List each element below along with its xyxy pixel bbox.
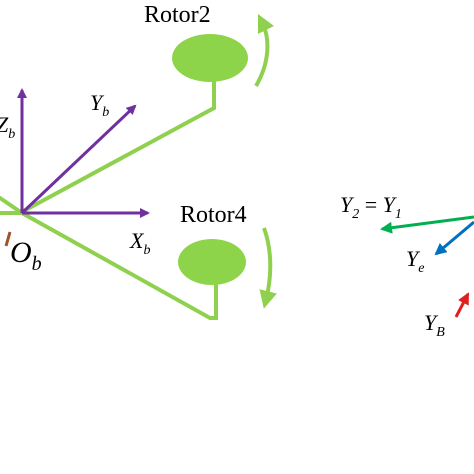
yb-axis-arrow: [20, 104, 137, 215]
yb-label: Yb: [90, 90, 109, 120]
rotor2-label: Rotor2: [144, 2, 211, 28]
yB-label: YB: [424, 310, 445, 340]
arm-to-rotor2: [18, 76, 216, 215]
frame-arms: [0, 76, 218, 320]
yB-vector-arrow: [454, 292, 470, 318]
y2-equals-y1-label: Y2 = Y1: [340, 192, 402, 222]
xb-label: Xb: [129, 228, 150, 258]
rotor4-disc: [178, 239, 246, 285]
rotor2-rotation-arrow: [254, 13, 275, 88]
origin-tick: [4, 231, 12, 247]
rotor4-rotation-arrow: [259, 227, 277, 309]
rotor2-disc: [172, 34, 248, 82]
body-axes: [17, 88, 150, 218]
ye-vector-arrow: [434, 220, 474, 256]
zb-label: Zb: [0, 112, 15, 142]
rotor4-label: Rotor4: [180, 202, 247, 228]
ye-label: Ye: [406, 246, 424, 276]
ob-label: Ob: [10, 236, 42, 275]
arm-to-rotor4: [0, 196, 218, 320]
y1-vector-arrow: [380, 215, 474, 234]
